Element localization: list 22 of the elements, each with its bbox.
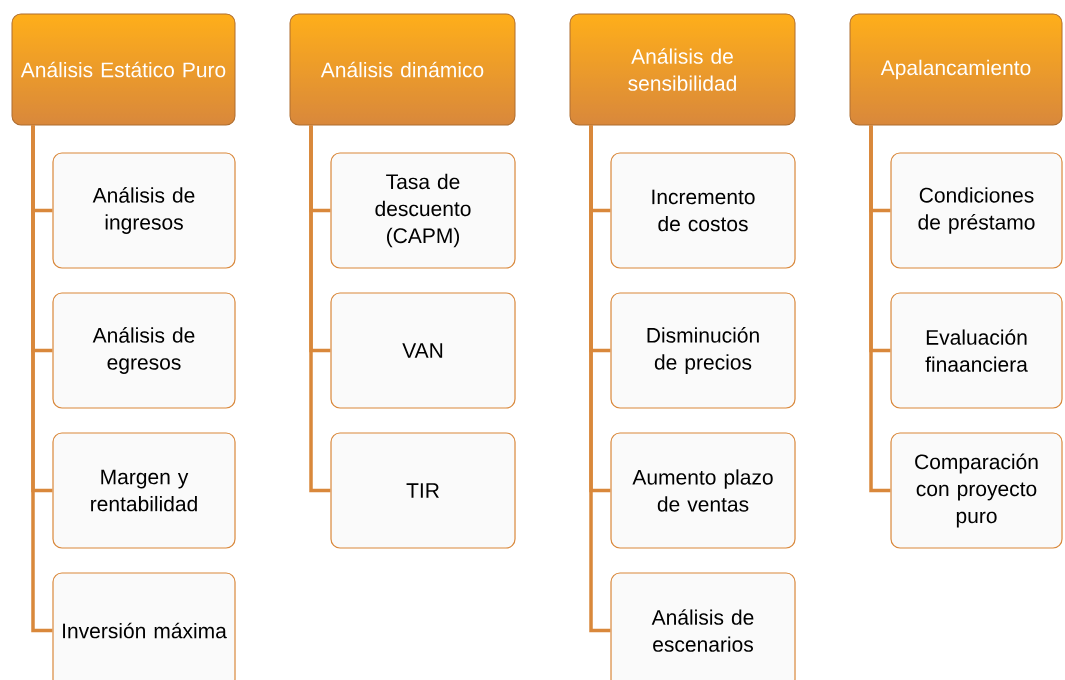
connector-line	[31, 125, 53, 633]
item-box: VAN	[330, 292, 516, 409]
item-box: Evaluación finaanciera	[890, 292, 1063, 409]
item-box: Condiciones de préstamo	[890, 152, 1063, 269]
item-box: TIR	[330, 432, 516, 549]
item-box: Tasa de descuento (CAPM)	[330, 152, 516, 269]
item-box: Incremento de costos	[610, 152, 796, 269]
item-box: Análisis de escenarios	[610, 572, 796, 680]
header-box: Análisis de sensibilidad	[569, 13, 796, 126]
item-box: Disminución de precios	[610, 292, 796, 409]
item-box: Margen y rentabilidad	[52, 432, 236, 549]
item-box: Aumento plazo de ventas	[610, 432, 796, 549]
header-box: Análisis Estático Puro	[11, 13, 236, 126]
connector-line	[309, 125, 331, 493]
item-box: Análisis de ingresos	[52, 152, 236, 269]
item-box: Inversión máxima	[52, 572, 236, 680]
connector-line	[869, 125, 891, 493]
item-box: Comparación con proyecto puro	[890, 432, 1063, 549]
header-box: Apalancamiento	[849, 13, 1063, 126]
header-box: Análisis dinámico	[289, 13, 516, 126]
connector-line	[589, 125, 611, 633]
item-box: Análisis de egresos	[52, 292, 236, 409]
